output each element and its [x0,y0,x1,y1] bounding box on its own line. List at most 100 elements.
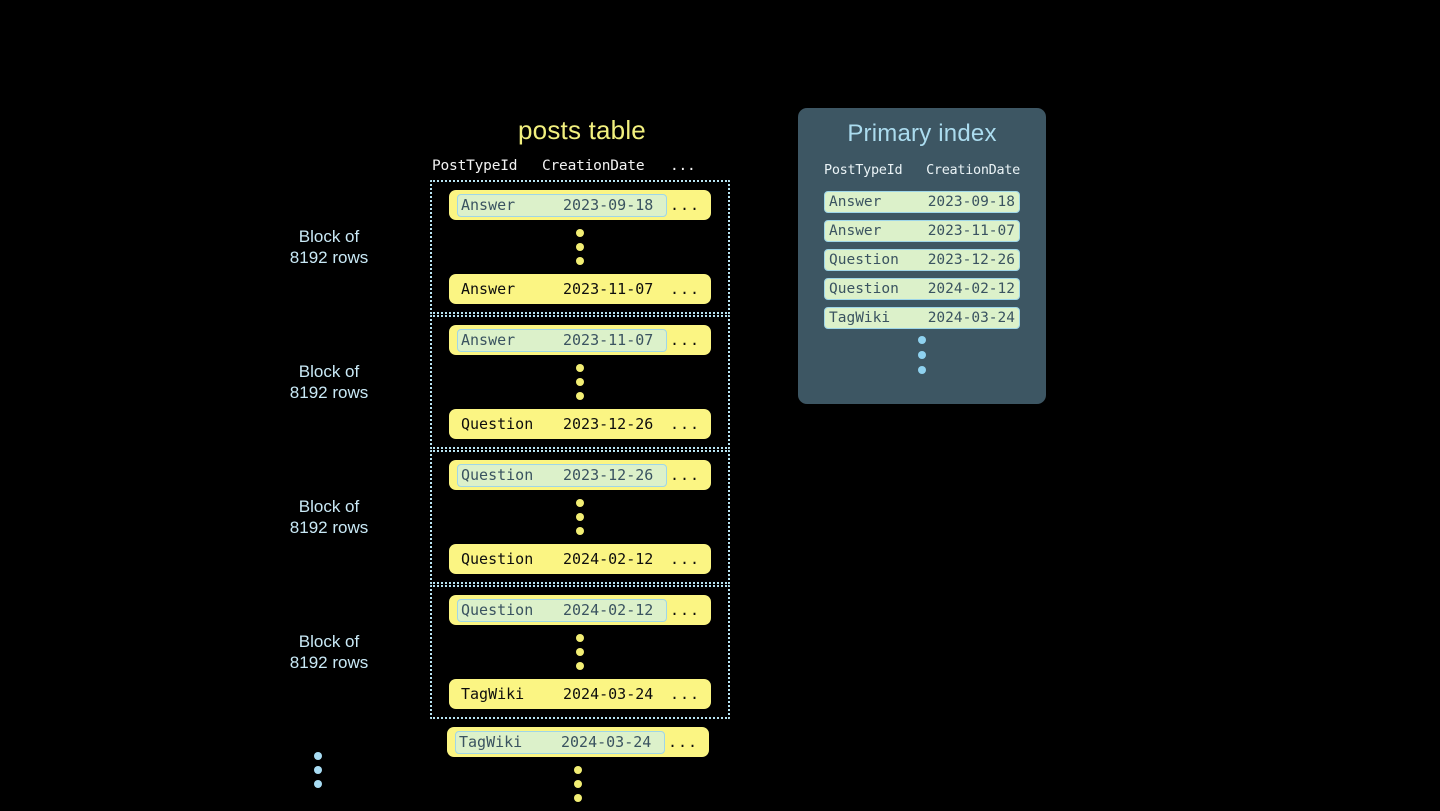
cell-creationdate: 2024-03-24 [561,733,652,751]
dot [574,766,582,774]
index-continuation-dots [798,336,1046,374]
dot [314,766,322,774]
dot [576,499,584,507]
block-continuation-dots [314,752,322,788]
dot [576,662,584,670]
block-label: Block of 8192 rows [289,631,369,672]
cell-more: ... [669,331,701,349]
index-row: Question 2023-12-26 [824,249,1020,271]
cell-creationdate: 2023-09-18 [563,196,654,214]
index-row: Answer 2023-09-18 [824,191,1020,213]
cell-posttypeid: TagWiki [461,685,525,703]
dot [576,392,584,400]
dot [918,366,926,374]
cell-more: ... [669,415,701,433]
dot [918,336,926,344]
posts-table-diagram: posts table PostTypeId CreationDate ... … [290,115,770,811]
column-header-creationdate: CreationDate [542,158,645,174]
cell-more: ... [669,196,701,214]
column-header-posttypeid: PostTypeId [432,158,518,174]
cell-creationdate: 2024-02-12 [563,601,654,619]
cell-creationdate: 2023-09-18 [927,194,1015,210]
block-group: Block of 8192 rows Question 2023-12-26 .… [290,450,730,584]
column-header-more: ... [670,158,696,174]
cell-creationdate: 2024-02-12 [927,281,1015,297]
row-key-highlight: Answer 2023-11-07 [457,328,667,352]
dot [576,648,584,656]
primary-index-title: Primary index [847,120,997,147]
cell-creationdate: 2024-03-24 [927,310,1015,326]
table-continuation-dots [430,766,726,802]
primary-index-panel: Primary index PostTypeId CreationDate An… [798,108,1046,404]
index-row: Answer 2023-11-07 [824,220,1020,242]
row-key: Answer 2023-11-07 [457,278,667,301]
cell-posttypeid: Question [461,550,534,568]
cell-posttypeid: Answer [829,194,882,210]
block-label: Block of 8192 rows [289,496,369,537]
cell-creationdate: 2024-03-24 [563,685,654,703]
cell-posttypeid: TagWiki [459,733,523,751]
row-key-highlight: Question 2023-12-26 [457,463,667,487]
table-row: Question 2023-12-26 ... [449,460,711,490]
dot [576,527,584,535]
dot [574,780,582,788]
table-continuation-dots-container [430,766,726,802]
trailing-row-container: TagWiki 2024-03-24 ... [314,727,726,788]
cell-more: ... [669,601,701,619]
table-row: Answer 2023-11-07 ... [449,274,711,304]
table-row: TagWiki 2024-03-24 ... [449,679,711,709]
cell-more: ... [669,685,701,703]
row-ellipsis-dots [432,634,728,670]
cell-more: ... [669,550,701,568]
cell-more: ... [669,280,701,298]
cell-posttypeid: Question [461,601,534,619]
dot [576,378,584,386]
cell-posttypeid: Answer [829,223,882,239]
column-header-posttypeid: PostTypeId [824,162,903,178]
dot [314,780,322,788]
index-row: Question 2024-02-12 [824,278,1020,300]
cell-posttypeid: Answer [461,196,516,214]
cell-posttypeid: TagWiki [829,310,891,326]
row-ellipsis-dots [432,499,728,535]
cell-creationdate: 2023-12-26 [927,252,1015,268]
row-key-highlight: Answer 2023-09-18 [457,193,667,217]
primary-index-column-headers: PostTypeId CreationDate [824,162,1020,178]
column-header-creationdate: CreationDate [926,162,1020,178]
dot [918,351,926,359]
block-label: Block of 8192 rows [289,361,369,402]
row-key: Question 2024-02-12 [457,548,667,571]
row-key: TagWiki 2024-03-24 [457,683,667,706]
table-row: TagWiki 2024-03-24 ... [447,727,709,757]
table-row: Question 2023-12-26 ... [449,409,711,439]
table-row: Question 2024-02-12 ... [449,595,711,625]
table-row: Answer 2023-09-18 ... [449,190,711,220]
posts-table-title: posts table [518,115,646,145]
dot [576,243,584,251]
block-list: Block of 8192 rows Answer 2023-09-18 ...… [290,180,770,802]
block-group: Block of 8192 rows Answer 2023-11-07 ...… [290,315,730,449]
cell-creationdate: 2023-12-26 [563,415,654,433]
cell-creationdate: 2023-12-26 [563,466,654,484]
cell-posttypeid: Question [829,281,899,297]
cell-creationdate: 2024-02-12 [563,550,654,568]
dot [314,752,322,760]
block-label: Block of 8192 rows [289,226,369,267]
dot [576,229,584,237]
cell-posttypeid: Question [461,415,534,433]
cell-posttypeid: Question [461,466,534,484]
cell-creationdate: 2023-11-07 [927,223,1015,239]
cell-posttypeid: Answer [461,331,516,349]
cell-posttypeid: Question [829,252,899,268]
table-row: Question 2024-02-12 ... [449,544,711,574]
dot [576,364,584,372]
block-group: Block of 8192 rows Question 2024-02-12 .… [290,585,730,719]
cell-creationdate: 2023-11-07 [563,331,654,349]
block-group: Block of 8192 rows Answer 2023-09-18 ...… [290,180,730,314]
index-row: TagWiki 2024-03-24 [824,307,1020,329]
dot [574,794,582,802]
row-key-highlight: Question 2024-02-12 [457,598,667,622]
row-ellipsis-dots [432,229,728,265]
cell-more: ... [667,733,699,751]
dot [576,257,584,265]
